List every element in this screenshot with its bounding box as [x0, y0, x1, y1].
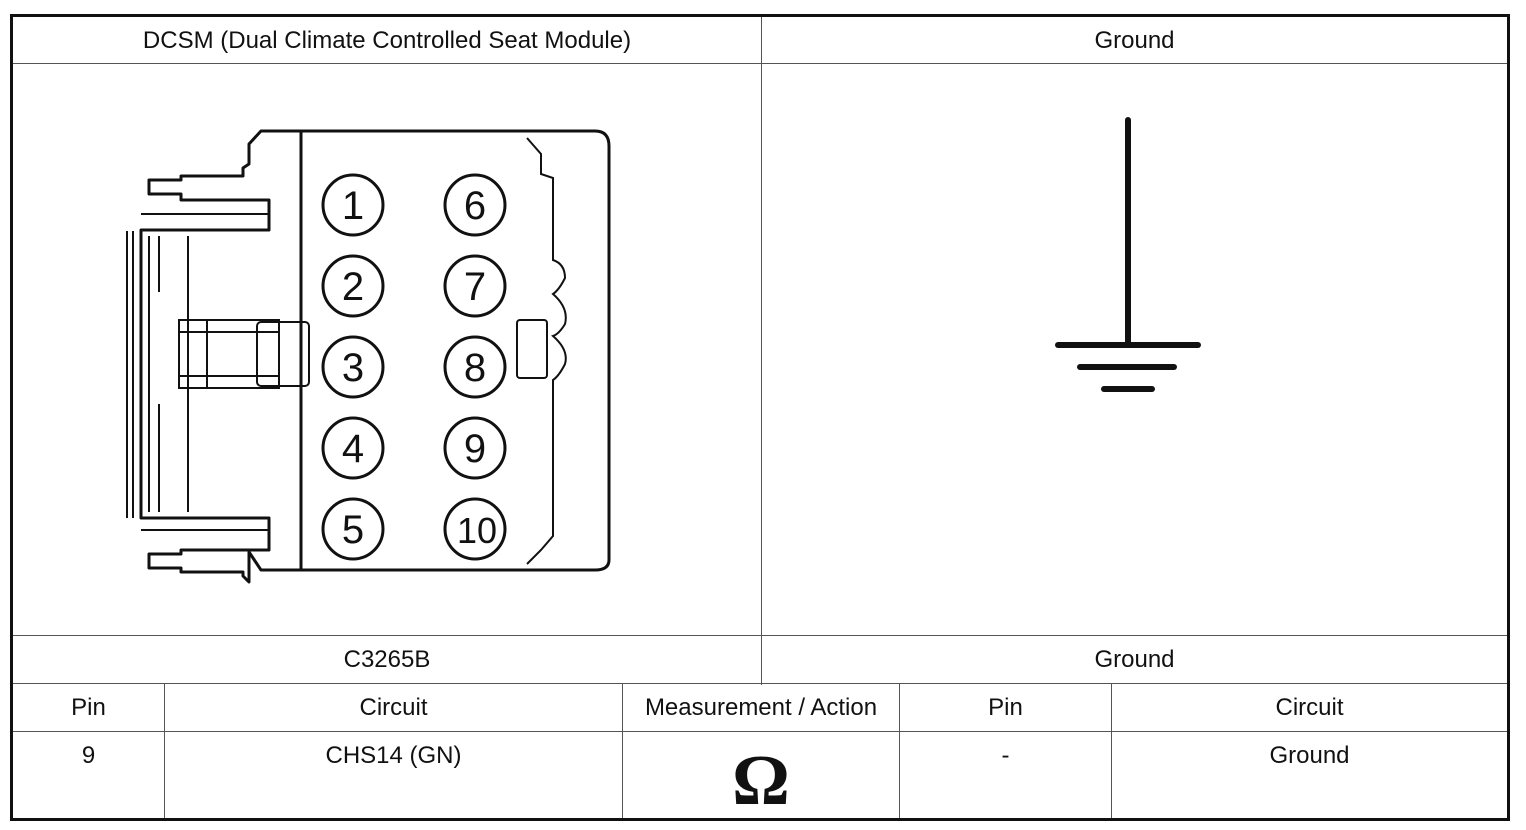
pin-label: 4: [342, 427, 364, 471]
divider: [13, 63, 1507, 64]
pin-value: 9: [81, 742, 96, 769]
pin-label: 2: [342, 265, 364, 309]
pin-label: 7: [464, 265, 486, 309]
pin-4: [321, 416, 385, 480]
pin-5: [321, 497, 385, 561]
divider: [622, 683, 623, 818]
column-header-pin: Pin: [71, 693, 106, 721]
pin-2: [321, 254, 385, 318]
pin-7: [443, 254, 507, 318]
circuit-value: Ground: [1269, 742, 1350, 769]
ground-title: Ground: [1094, 26, 1175, 54]
pin-label: 5: [342, 508, 364, 552]
ground-diagram: [762, 64, 1507, 635]
pin-label: 6: [464, 184, 486, 228]
ground-symbol-icon: [1055, 117, 1201, 392]
column-header-measurement: Measurement / Action: [644, 693, 878, 721]
connector-body: [301, 129, 611, 572]
circuit-value: CHS14 (GN): [325, 742, 462, 769]
module-title: DCSM (Dual Climate Controlled Seat Modul…: [142, 26, 632, 54]
pin-label: 8: [464, 346, 486, 390]
connector-diagram: 1 2 3 4 5 6 7 8 9 10: [13, 64, 761, 635]
pin-6: [443, 173, 507, 237]
connector-shroud: [139, 129, 301, 584]
column-header-circuit: Circuit: [359, 693, 428, 721]
divider: [899, 683, 900, 818]
connector-id-label: C3265B: [343, 645, 431, 673]
column-header-pin: Pin: [988, 693, 1023, 721]
pin-column-right: [443, 173, 507, 561]
divider: [164, 683, 165, 818]
divider: [1111, 683, 1112, 818]
pin-value: -: [1001, 742, 1010, 769]
pin-9: [443, 416, 507, 480]
divider: [13, 635, 1507, 636]
divider: [13, 683, 1507, 684]
ohm-icon: Ω: [732, 739, 790, 820]
pin-label: 9: [464, 427, 486, 471]
ground-connector-label: Ground: [1094, 645, 1175, 673]
pin-8: [443, 335, 507, 399]
divider: [761, 17, 762, 685]
pin-label: 1: [342, 184, 364, 228]
test-sheet: DCSM (Dual Climate Controlled Seat Modul…: [10, 14, 1510, 821]
column-header-circuit: Circuit: [1275, 693, 1344, 721]
pin-1: [321, 173, 385, 237]
pin-label: 3: [342, 346, 364, 390]
pin-3: [321, 335, 385, 399]
pin-10: [443, 497, 507, 561]
divider: [13, 731, 1507, 732]
pin-column-left: [321, 173, 385, 561]
pin-label: 10: [457, 510, 497, 551]
